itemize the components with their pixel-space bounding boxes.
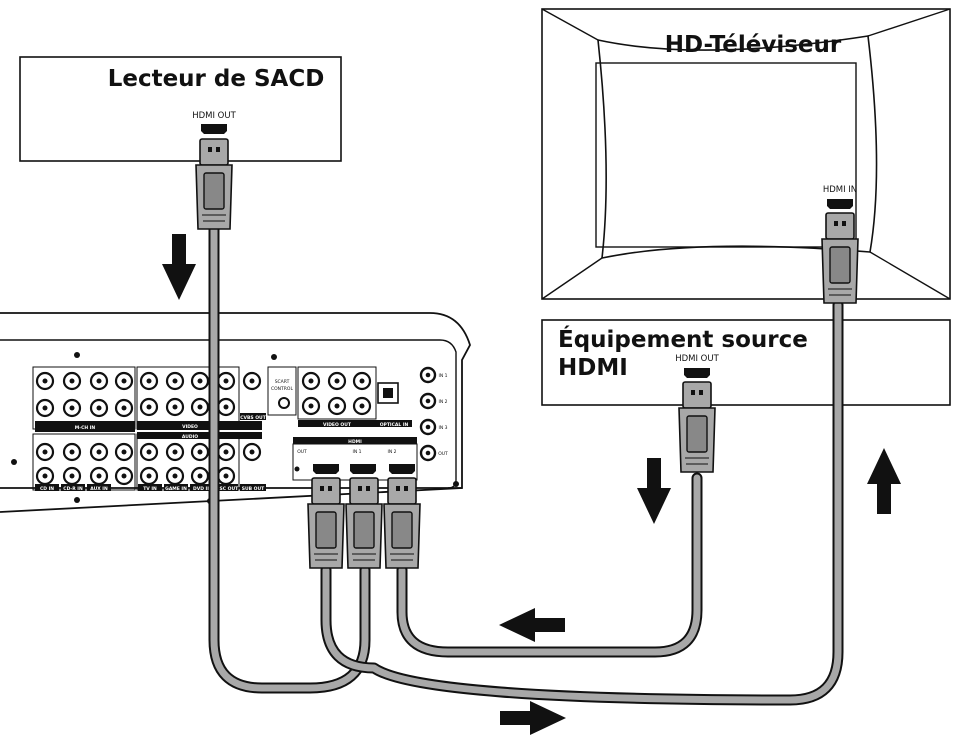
arrow-up-tv bbox=[867, 448, 901, 514]
sacd-player: Lecteur de SACD HDMI OUT bbox=[19, 56, 342, 162]
video-label: VIDEO bbox=[182, 424, 198, 430]
video-audio-panels: VIDEO AUDIO CVBS OUT SUB OUT TV IN bbox=[136, 366, 267, 492]
scart-control: SCART CONTROL bbox=[267, 366, 297, 416]
m-ch-in-label: M-CH IN bbox=[75, 425, 96, 431]
receiver-hdmi-out-label: OUT bbox=[297, 449, 307, 455]
tv-hdmi-in-label: HDMI IN bbox=[823, 185, 857, 195]
receiver-hdmi-out-port-icon bbox=[313, 464, 339, 474]
dvd-in-label: DVD IN bbox=[193, 486, 211, 492]
connector-source bbox=[678, 381, 716, 473]
audio-label: AUDIO bbox=[182, 434, 198, 440]
m-ch-in-bar bbox=[35, 421, 135, 432]
arrow-right bbox=[500, 701, 566, 735]
sacd-player-title: Lecteur de SACD bbox=[108, 66, 325, 92]
direction-arrows bbox=[162, 234, 901, 735]
hdmi-cables bbox=[208, 222, 844, 706]
analog-jack-panels: M-CH IN CD IN CD-R IN AUX IN bbox=[32, 366, 136, 492]
receiver-hdmi-in2-port-icon bbox=[389, 464, 415, 474]
video-out-label: VIDEO OUT bbox=[323, 422, 352, 428]
cd-in-label: CD IN bbox=[40, 486, 54, 492]
receiver-hdmi-header: HDMI bbox=[348, 439, 362, 445]
sub-out-label: SUB OUT bbox=[242, 486, 265, 492]
connector-tv bbox=[821, 212, 859, 304]
source-hdmi-port-icon bbox=[684, 368, 710, 378]
arrow-left bbox=[499, 608, 565, 642]
side-jack-in1: IN 1 bbox=[439, 373, 448, 379]
dsc-out-label: DSC OUT bbox=[216, 486, 239, 492]
aux-in-label: AUX IN bbox=[90, 486, 108, 492]
cd-r-in-label: CD-R IN bbox=[63, 486, 83, 492]
arrow-down-sacd bbox=[162, 234, 196, 300]
game-in-label: GAME IN bbox=[165, 486, 187, 492]
connector-receiver-out bbox=[307, 477, 345, 569]
receiver-hdmi-in1-port-icon bbox=[350, 464, 376, 474]
video-out-panel: VIDEO OUT OPTICAL IN bbox=[297, 366, 412, 428]
source-hdmi-out-label: HDMI OUT bbox=[675, 354, 719, 364]
optical-in-label: OPTICAL IN bbox=[380, 422, 409, 428]
svg-text:CONTROL: CONTROL bbox=[271, 386, 293, 392]
side-jack-out: OUT bbox=[438, 451, 448, 457]
side-jack-in2: IN 2 bbox=[439, 399, 448, 405]
connector-receiver-in2 bbox=[383, 477, 421, 569]
receiver-hdmi-in2-label: IN 2 bbox=[388, 449, 397, 455]
connector-receiver-in1 bbox=[345, 477, 383, 569]
hd-tv: HD-Téléviseur HDMI IN bbox=[541, 8, 951, 300]
tv-hdmi-port-icon bbox=[827, 199, 853, 209]
svg-text:SCART: SCART bbox=[275, 379, 290, 385]
sacd-hdmi-out-label: HDMI OUT bbox=[192, 111, 236, 121]
receiver-hdmi-in1-label: IN 1 bbox=[353, 449, 362, 455]
side-jack-in3: IN 3 bbox=[439, 425, 448, 431]
connector-sacd bbox=[195, 138, 233, 230]
tv-in-label: TV IN bbox=[143, 486, 157, 492]
hd-tv-title: HD-Téléviseur bbox=[665, 32, 842, 58]
receiver: M-CH IN CD IN CD-R IN AUX IN bbox=[0, 312, 471, 513]
sacd-hdmi-port-icon bbox=[201, 124, 227, 134]
hdmi-source-title-2: HDMI bbox=[558, 355, 628, 381]
hdmi-source-equipment: Équipement source HDMI HDMI OUT bbox=[541, 319, 951, 406]
side-jacks: IN 1 IN 2 IN 3 OUT bbox=[419, 366, 448, 462]
receiver-hdmi-block: HDMI OUT IN 1 IN 2 bbox=[292, 437, 418, 481]
cvbs-out-label: CVBS OUT bbox=[240, 415, 267, 421]
hdmi-source-title-1: Équipement source bbox=[558, 325, 808, 353]
arrow-down-source bbox=[637, 458, 671, 524]
